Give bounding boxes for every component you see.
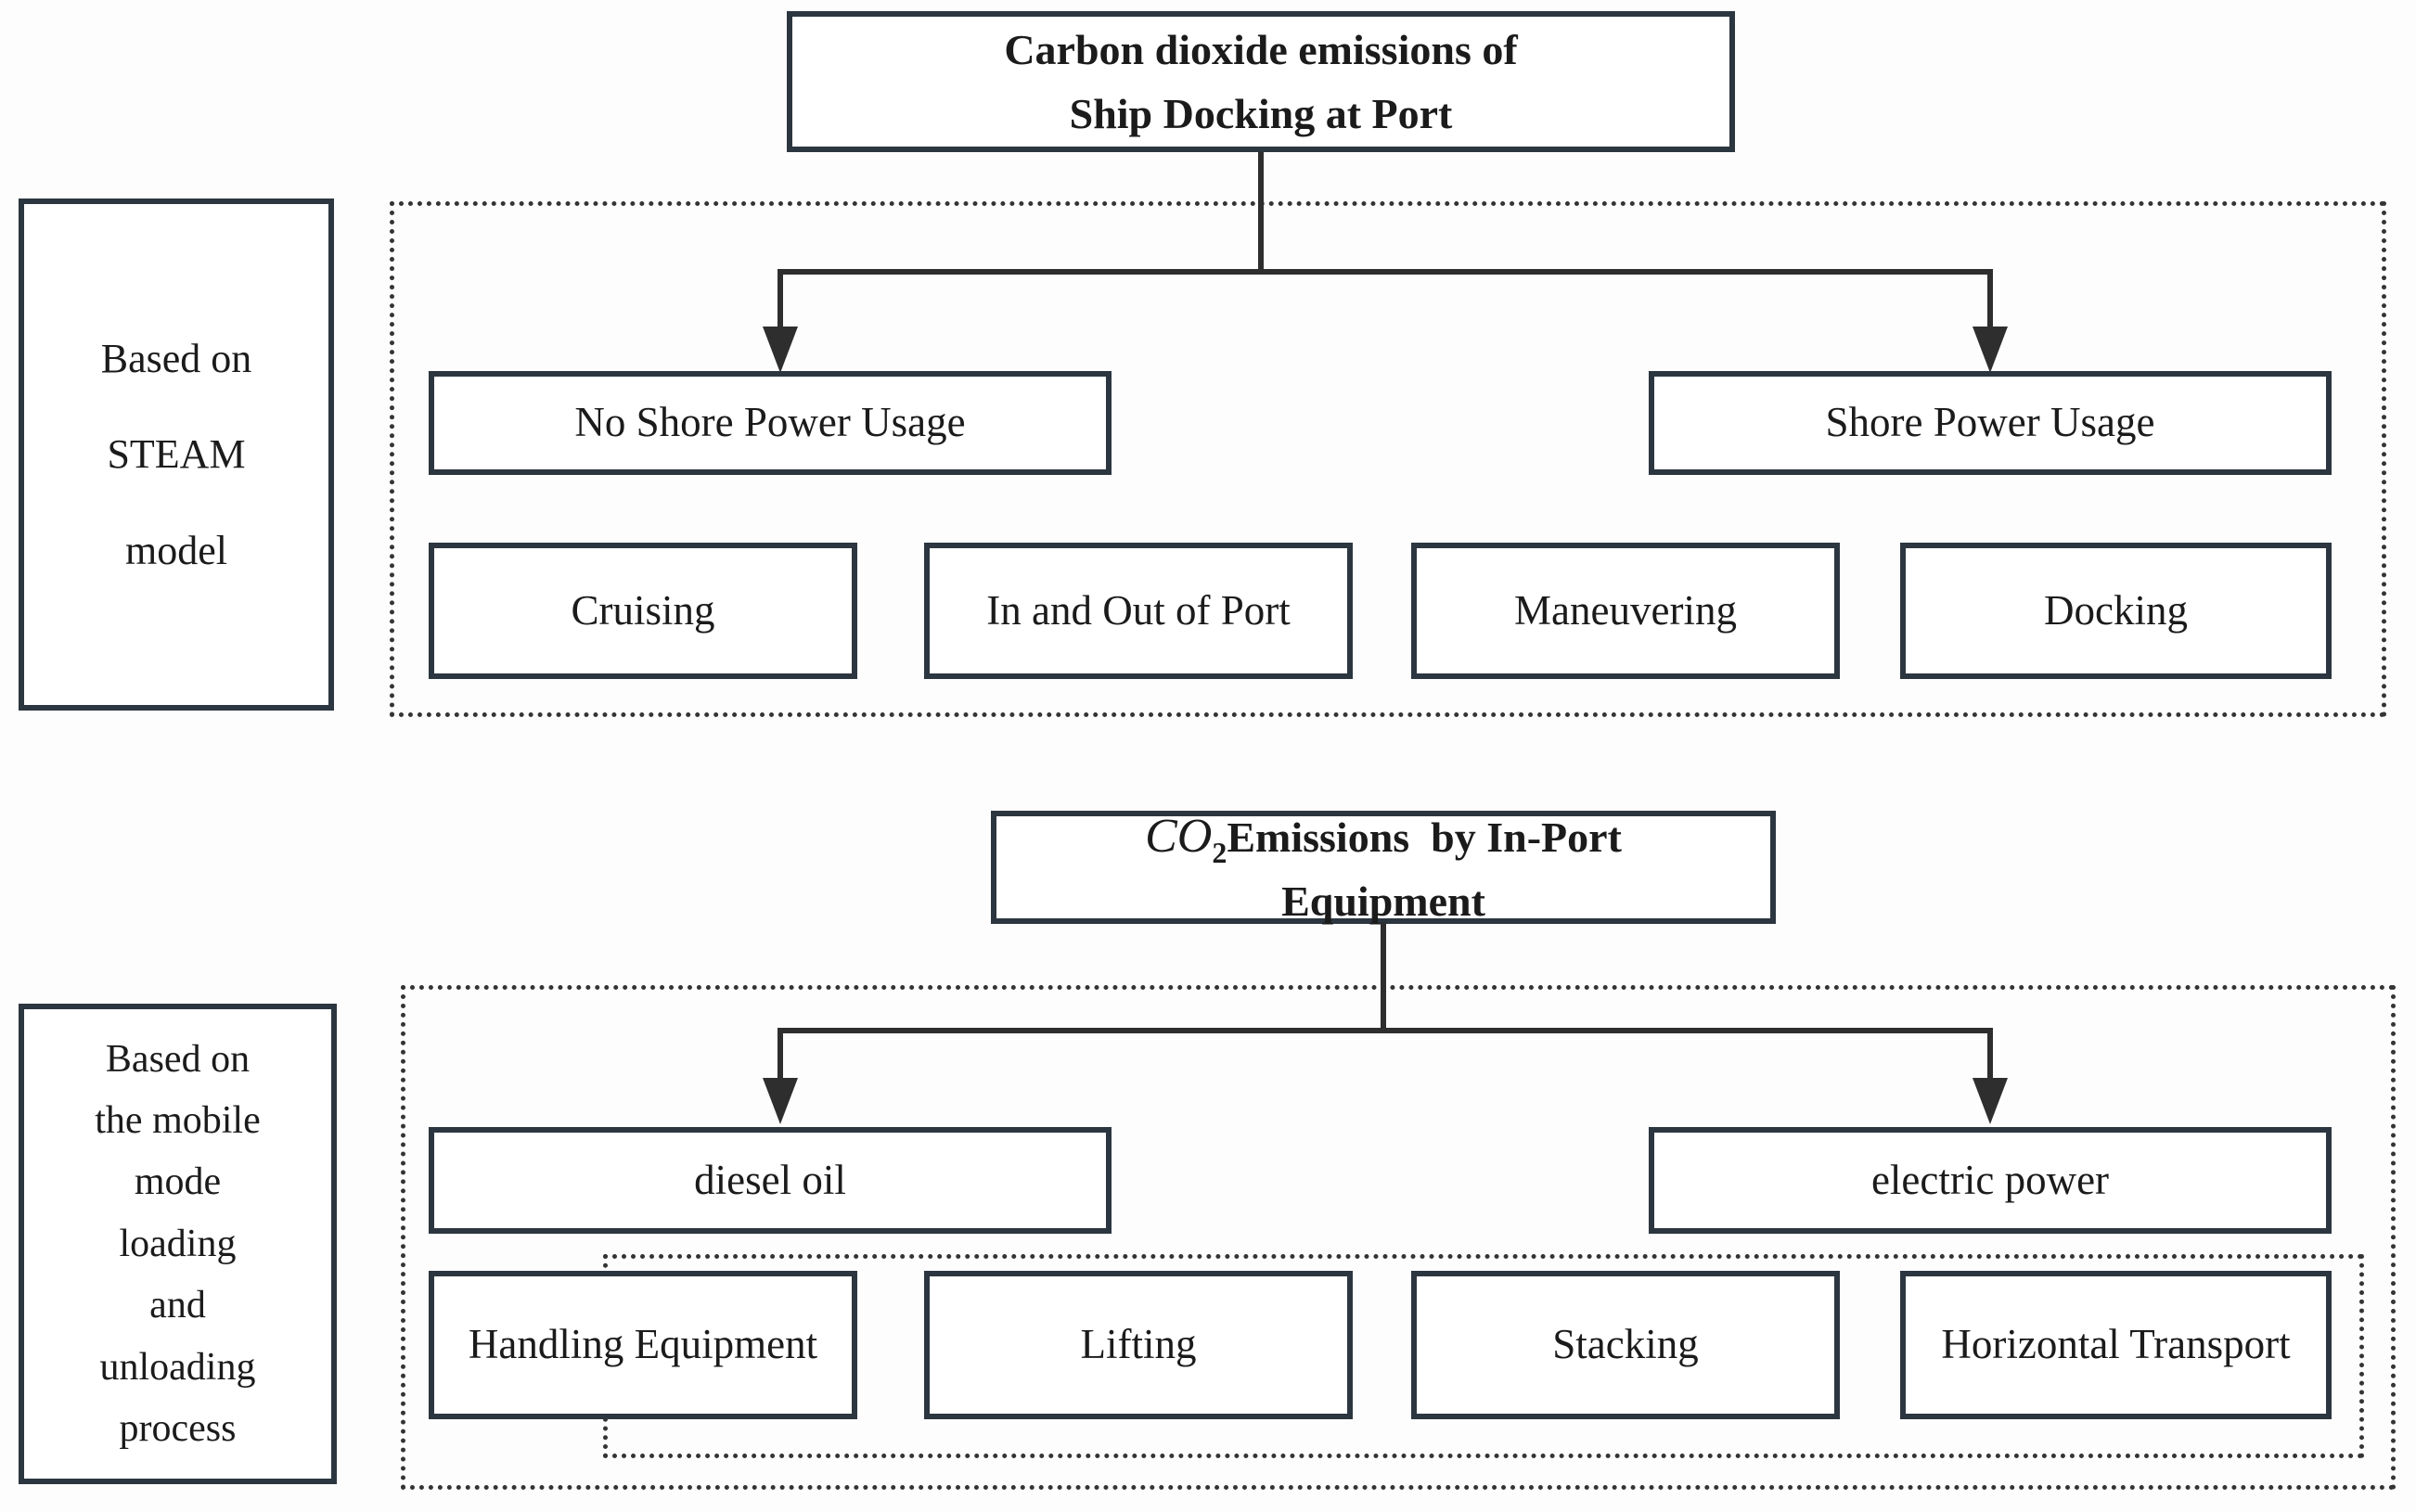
equipment-side-label-line: the mobile	[95, 1099, 261, 1143]
equipment-branch-electric-power: electric power	[1649, 1127, 2332, 1234]
steam-right-arrowhead-icon	[1973, 327, 2008, 373]
equipment-leaf-horizontal-transport-label: Horizontal Transport	[1941, 1321, 2291, 1368]
equipment-left-arrowhead-icon	[763, 1078, 798, 1124]
equipment-side-label-line: unloading	[99, 1345, 256, 1389]
equipment-leaf-lifting-label: Lifting	[1080, 1321, 1197, 1368]
equipment-side-label-line: process	[119, 1406, 237, 1450]
steam-leaf-in-and-out-of-port-label: In and Out of Port	[986, 586, 1291, 634]
equipment-branch-diesel-oil-label: diesel oil	[694, 1156, 846, 1203]
equipment-connector-vertical	[1381, 922, 1386, 1028]
equipment-connector-horizontal	[777, 1028, 1993, 1033]
steam-dotted-container	[390, 201, 2386, 717]
equipment-side-label-line: mode	[134, 1160, 222, 1204]
equipment-root-title-line1: CO2Emissions by In-Port	[1145, 804, 1622, 873]
equipment-side-label-line: loading	[119, 1222, 237, 1265]
equipment-root-title-line2: Equipment	[1281, 878, 1485, 926]
equipment-leaf-stacking: Stacking	[1411, 1271, 1840, 1419]
steam-side-label-box: Based on STEAM model	[19, 199, 334, 711]
steam-side-label-line: model	[125, 527, 227, 573]
equipment-side-label-line: Based on	[105, 1037, 251, 1081]
steam-leaf-maneuvering: Maneuvering	[1411, 543, 1840, 679]
steam-branch-shore-power: Shore Power Usage	[1649, 371, 2332, 475]
equipment-dotted-container-outer	[401, 985, 2396, 1490]
equipment-side-label-box: Based on the mobile mode loading and unl…	[19, 1004, 337, 1484]
steam-root-title-line2: Ship Docking at Port	[1069, 90, 1453, 137]
steam-right-stub	[1987, 269, 1993, 330]
co2-subscript: 2	[1212, 835, 1227, 869]
co2-formula: CO	[1145, 809, 1213, 863]
equipment-leaf-handling-equipment-label: Handling Equipment	[468, 1321, 818, 1368]
equipment-branch-electric-power-label: electric power	[1870, 1156, 2110, 1203]
steam-side-label-line: Based on	[100, 335, 252, 381]
steam-root-title-line1: Carbon dioxide emissions of	[1004, 26, 1518, 73]
equipment-leaf-stacking-label: Stacking	[1552, 1321, 1699, 1368]
equipment-root-title-box: CO2Emissions by In-Port Equipment	[991, 810, 1776, 925]
steam-side-label-line: STEAM	[107, 431, 246, 478]
equipment-right-arrowhead-icon	[1973, 1078, 2008, 1124]
steam-leaf-maneuvering-label: Maneuvering	[1514, 586, 1737, 634]
steam-leaf-docking: Docking	[1900, 543, 2332, 679]
steam-branch-no-shore-power: No Shore Power Usage	[429, 371, 1112, 475]
equipment-side-label-line: and	[149, 1284, 206, 1327]
steam-connector-vertical	[1258, 152, 1264, 269]
steam-leaf-cruising: Cruising	[429, 543, 857, 679]
steam-root-title-box: Carbon dioxide emissions of Ship Docking…	[787, 11, 1735, 152]
equipment-root-title-rest: Emissions by In-Port	[1227, 813, 1622, 861]
steam-left-arrowhead-icon	[763, 327, 798, 373]
equipment-leaf-handling-equipment: Handling Equipment	[429, 1271, 857, 1419]
steam-leaf-docking-label: Docking	[2044, 586, 2188, 634]
steam-leaf-in-and-out-of-port: In and Out of Port	[924, 543, 1353, 679]
steam-branch-shore-power-label: Shore Power Usage	[1825, 399, 2155, 446]
equipment-leaf-lifting: Lifting	[924, 1271, 1353, 1419]
steam-leaf-cruising-label: Cruising	[571, 586, 715, 634]
equipment-left-stub	[777, 1028, 783, 1080]
equipment-branch-diesel-oil: diesel oil	[429, 1127, 1112, 1234]
steam-branch-no-shore-power-label: No Shore Power Usage	[574, 399, 966, 446]
equipment-leaf-horizontal-transport: Horizontal Transport	[1900, 1271, 2332, 1419]
equipment-right-stub	[1987, 1028, 1993, 1080]
steam-connector-horizontal	[777, 269, 1993, 275]
steam-left-stub	[777, 269, 783, 330]
